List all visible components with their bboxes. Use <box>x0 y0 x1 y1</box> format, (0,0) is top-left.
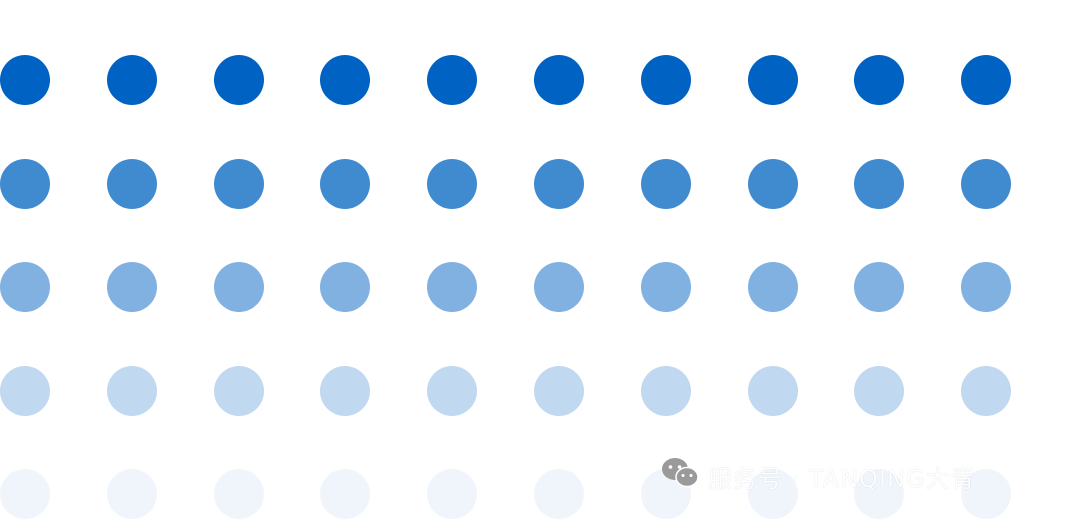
dot-r3-c4 <box>320 262 371 312</box>
dot-r1-c4 <box>320 55 371 105</box>
dot-r5-c1 <box>0 469 50 519</box>
dot-r2-c6 <box>534 158 584 209</box>
dot-r1-c10 <box>961 55 1012 105</box>
dot-r4-c6 <box>534 365 584 416</box>
dot-r3-c6 <box>534 262 584 312</box>
dot-r5-c3 <box>213 469 264 519</box>
dot-r5-c5 <box>427 469 478 519</box>
dot-r4-c2 <box>106 365 157 416</box>
dot-r1-c7 <box>640 55 691 105</box>
dot-r2-c8 <box>747 158 798 209</box>
wechat-icon <box>660 456 702 496</box>
dot-r1-c3 <box>213 55 264 105</box>
dot-r4-c4 <box>320 365 371 416</box>
dot-r3-c5 <box>427 262 478 312</box>
dot-r2-c4 <box>320 158 371 209</box>
dot-r4-c9 <box>854 365 905 416</box>
dot-r1-c9 <box>854 55 905 105</box>
dot-r3-c10 <box>961 262 1012 312</box>
dot-r4-c10 <box>961 365 1012 416</box>
dot-r2-c10 <box>961 158 1012 209</box>
dot-r3-c8 <box>747 262 798 312</box>
dot-r3-c2 <box>106 262 157 312</box>
dot-r4-c8 <box>747 365 798 416</box>
watermark: 服务号 · TANQING大青 <box>660 456 976 496</box>
watermark-text: 服务号 · TANQING大青 <box>708 464 976 493</box>
dot-r1-c8 <box>747 55 798 105</box>
dot-r2-c3 <box>213 158 264 209</box>
dot-r1-c6 <box>534 55 584 105</box>
dot-r1-c5 <box>427 55 478 105</box>
dot-r2-c7 <box>640 158 691 209</box>
dot-r1-c2 <box>106 55 157 105</box>
dot-r4-c7 <box>640 365 691 416</box>
dot-r3-c9 <box>854 262 905 312</box>
dot-r2-c5 <box>427 158 478 209</box>
dot-r3-c1 <box>0 262 50 312</box>
dot-r5-c4 <box>320 469 371 519</box>
dot-r5-c9 <box>854 469 905 519</box>
dot-r4-c5 <box>427 365 478 416</box>
dot-r2-c2 <box>106 158 157 209</box>
dot-r4-c1 <box>0 365 50 416</box>
dot-r3-c7 <box>640 262 691 312</box>
dot-r4-c3 <box>213 365 264 416</box>
dot-r5-c2 <box>106 469 157 519</box>
dot-r3-c3 <box>213 262 264 312</box>
dot-r5-c6 <box>534 469 584 519</box>
dot-r5-c10 <box>961 469 1012 519</box>
dot-r5-c8 <box>747 469 798 519</box>
dot-r1-c1 <box>0 55 50 105</box>
dot-r2-c1 <box>0 158 50 209</box>
dot-r2-c9 <box>854 158 905 209</box>
